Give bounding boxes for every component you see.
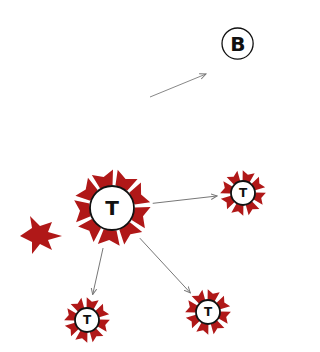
antigen-star bbox=[20, 216, 62, 254]
pointer-arrow bbox=[150, 74, 206, 97]
cell-membrane bbox=[196, 300, 220, 324]
panel-letter: B bbox=[230, 34, 245, 54]
t-cell: T bbox=[230, 180, 256, 206]
receptor-spike bbox=[98, 229, 121, 246]
spawn-arrow bbox=[93, 248, 103, 295]
cell-label: T bbox=[204, 306, 212, 318]
t-cell: T bbox=[89, 185, 135, 231]
cell-label: T bbox=[83, 314, 91, 326]
t-cell: T bbox=[195, 299, 221, 325]
cell-membrane bbox=[222, 28, 253, 59]
spawn-arrow bbox=[153, 196, 217, 203]
panel-letter-circle: B bbox=[221, 27, 254, 60]
cell-membrane bbox=[75, 308, 99, 332]
cell-membrane bbox=[231, 181, 255, 205]
cell-label: T bbox=[105, 198, 119, 218]
cell-membrane bbox=[90, 186, 134, 230]
t-cell: T bbox=[74, 307, 100, 333]
cell-label: T bbox=[239, 187, 247, 199]
spawn-arrow bbox=[140, 238, 191, 293]
receptor-spike bbox=[74, 199, 91, 222]
